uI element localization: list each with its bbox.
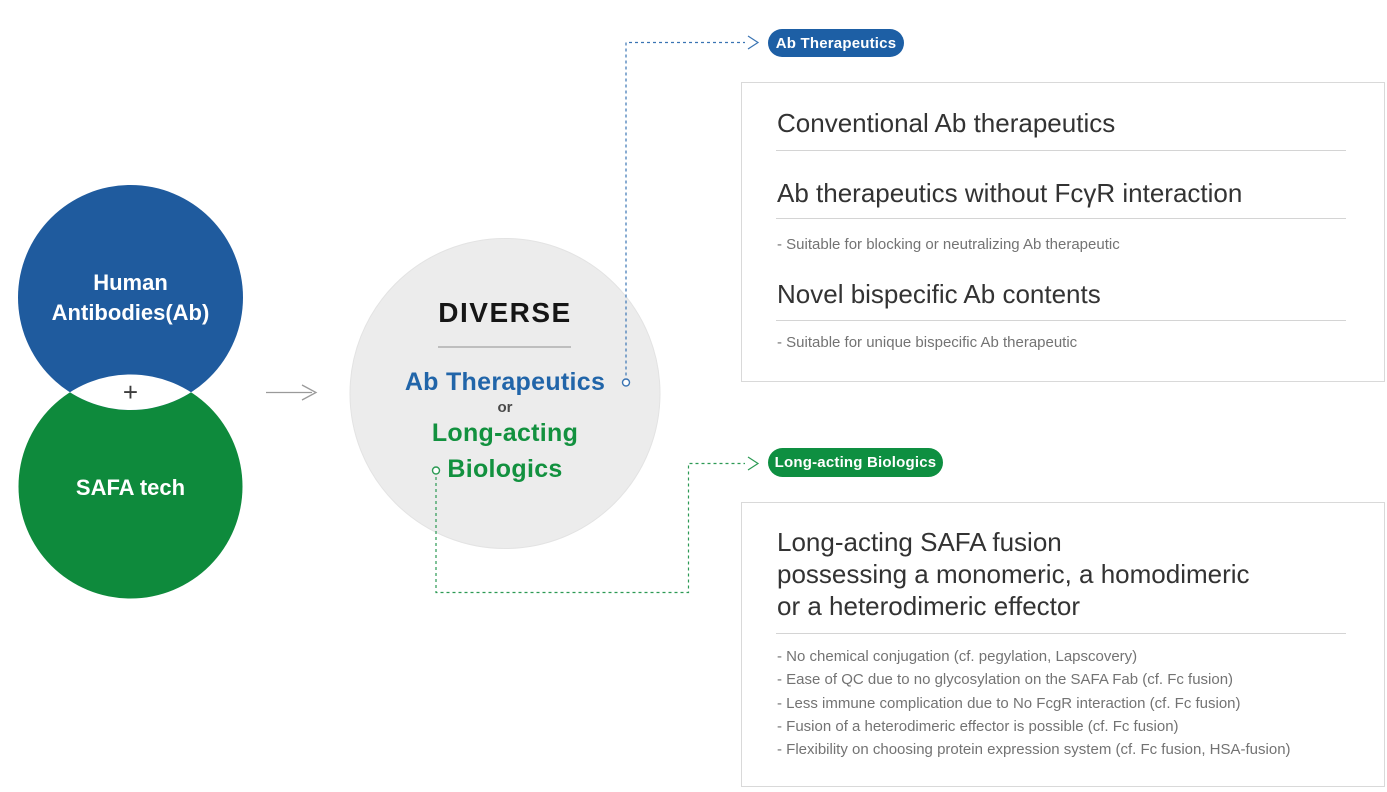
plus-sign: + [122,377,139,407]
biologics-heading-line1: Long-acting SAFA fusion [777,527,1062,557]
long-acting-connector-ring [431,466,441,475]
ab-box-rule-2 [776,218,1346,219]
flow-arrow [266,384,318,401]
diverse-option-biologics: Biologics [447,455,563,483]
biologics-box-heading: Long-acting SAFA fusion possessing a mon… [777,526,1250,622]
biologics-heading-line3: or a heterodimeric effector [777,591,1080,621]
ab-box-bullet-blocking: - Suitable for blocking or neutralizing … [777,236,1120,253]
biologics-heading-line2: possessing a monomeric, a homodimeric [777,559,1250,589]
ab-box-heading-conventional: Conventional Ab therapeutics [777,108,1116,138]
biologics-bullet-2: - Ease of QC due to no glycosylation on … [777,671,1234,689]
safa-tech-label: SAFA tech [75,475,186,500]
biologics-bullet-3: - Less immune complication due to No Fcg… [777,694,1241,712]
long-acting-biologics-box: Long-acting SAFA fusion possessing a mon… [741,502,1385,787]
biologics-box-rule [776,633,1346,634]
human-antibodies-circle [18,185,243,410]
long-acting-connector [431,456,760,594]
human-antibodies-label-line1: Human [93,270,168,295]
ab-connector-ring [621,378,631,387]
ab-therapeutics-box: Conventional Ab therapeutics Ab therapeu… [741,82,1385,382]
diverse-option-long-acting: Long-acting [431,419,579,447]
ab-box-rule-3 [776,320,1346,321]
human-antibodies-label-line2: Antibodies(Ab) [51,300,210,325]
ab-therapeutics-connector [621,35,760,387]
safa-tech-circle [18,374,243,599]
long-acting-biologics-badge: Long-acting Biologics [768,448,943,477]
biologics-box-bullets: - No chemical conjugation (cf. pegylatio… [777,645,1291,761]
diverse-circle [349,238,661,549]
diverse-or-label: or [497,399,513,416]
biologics-bullet-1: - No chemical conjugation (cf. pegylatio… [777,648,1138,665]
biologics-bullet-5: - Flexibility on choosing protein expres… [777,741,1291,759]
ab-box-heading-bispecific: Novel bispecific Ab contents [777,279,1101,309]
ab-box-heading-fcgr: Ab therapeutics without FcγR interaction [777,178,1243,208]
ab-therapeutics-badge: Ab Therapeutics [768,29,904,57]
diverse-title: DIVERSE [438,297,572,328]
ab-box-rule-1 [776,150,1346,151]
ab-box-bullet-bispecific: - Suitable for unique bispecific Ab ther… [777,334,1078,351]
biologics-bullet-4: - Fusion of a heterodimeric effector is … [777,717,1179,735]
diverse-option-ab-therapeutics: Ab Therapeutics [404,368,606,396]
